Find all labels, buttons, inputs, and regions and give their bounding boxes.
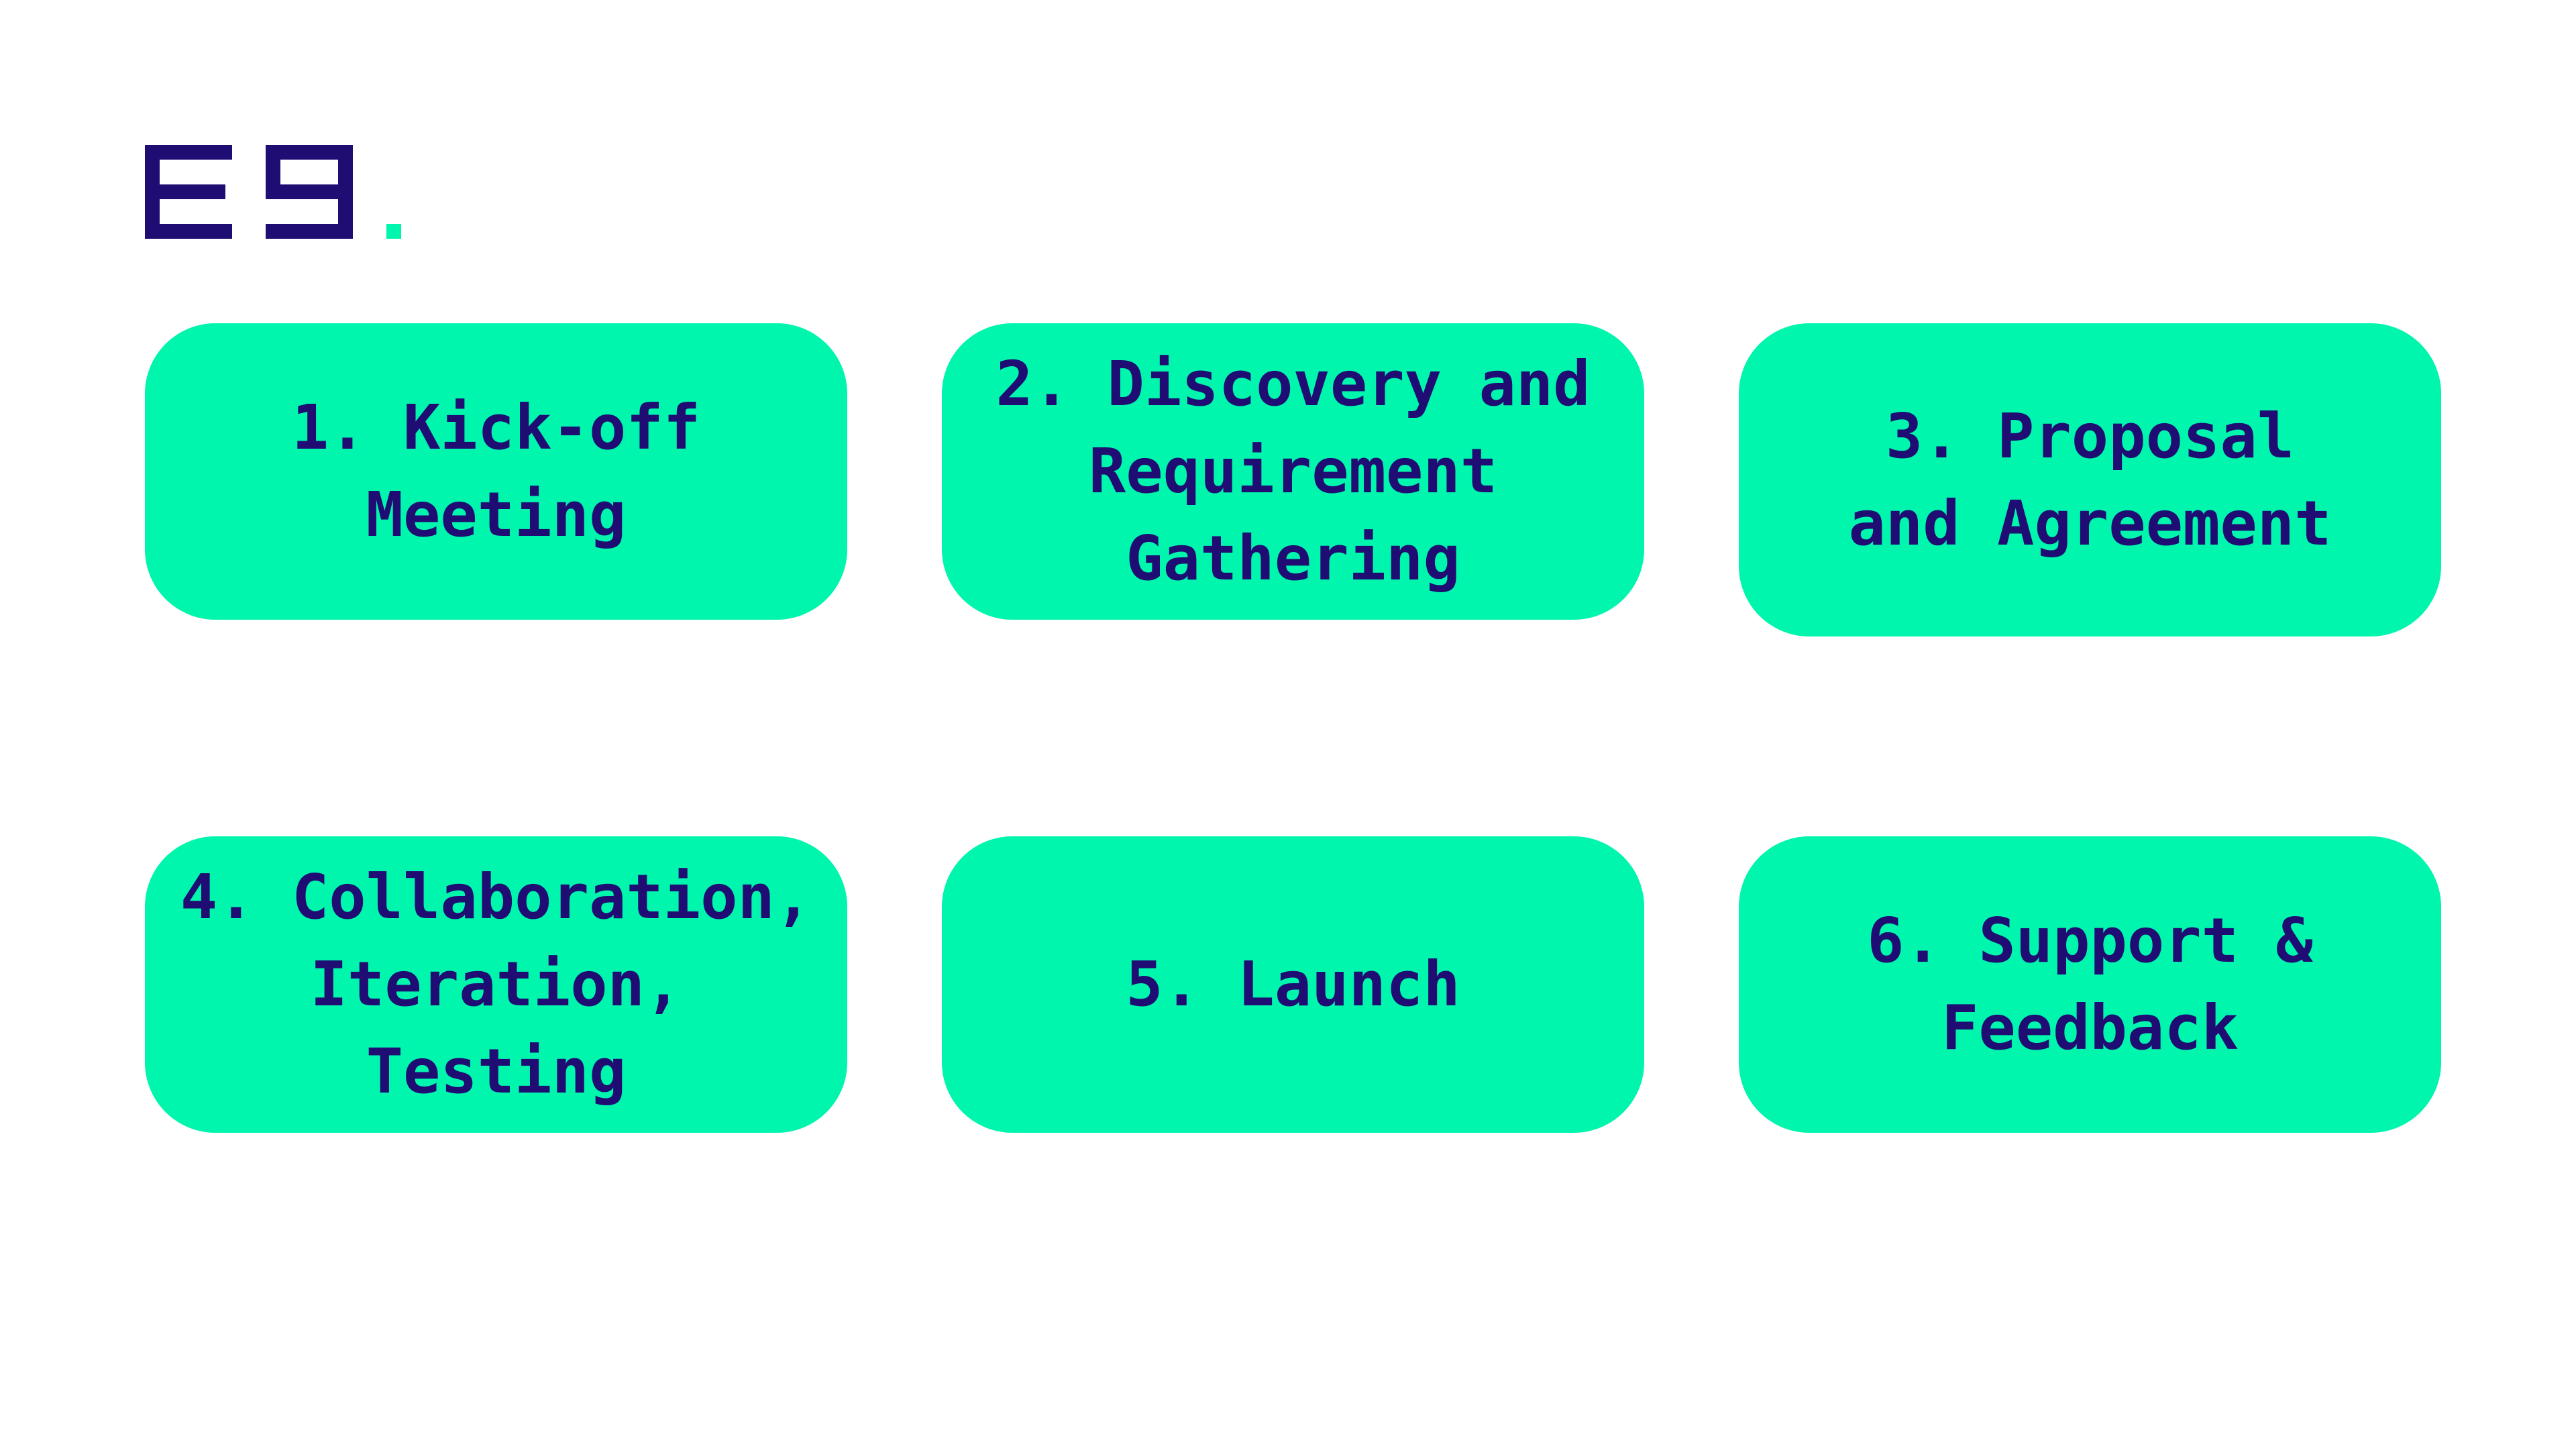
step-label: 2. Discovery and Requirement Gathering bbox=[996, 348, 1591, 594]
step-label: 5. Launch bbox=[1126, 948, 1460, 1020]
step-support-feedback: 6. Support & Feedback bbox=[1739, 836, 2441, 1133]
step-label: 3. Proposal and Agreement bbox=[1848, 400, 2332, 559]
step-discovery-requirement-gathering: 2. Discovery and Requirement Gathering bbox=[942, 323, 1644, 620]
step-proposal-agreement: 3. Proposal and Agreement bbox=[1739, 323, 2441, 636]
step-label: 6. Support & Feedback bbox=[1867, 905, 2313, 1064]
step-kick-off-meeting: 1. Kick-off Meeting bbox=[145, 323, 847, 620]
step-collaboration-iteration-testing: 4. Collaboration, Iteration, Testing bbox=[145, 836, 847, 1133]
step-launch: 5. Launch bbox=[942, 836, 1644, 1133]
step-label: 4. Collaboration, Iteration, Testing bbox=[180, 861, 812, 1107]
step-label: 1. Kick-off Meeting bbox=[291, 392, 701, 551]
e9-logo bbox=[145, 145, 427, 245]
